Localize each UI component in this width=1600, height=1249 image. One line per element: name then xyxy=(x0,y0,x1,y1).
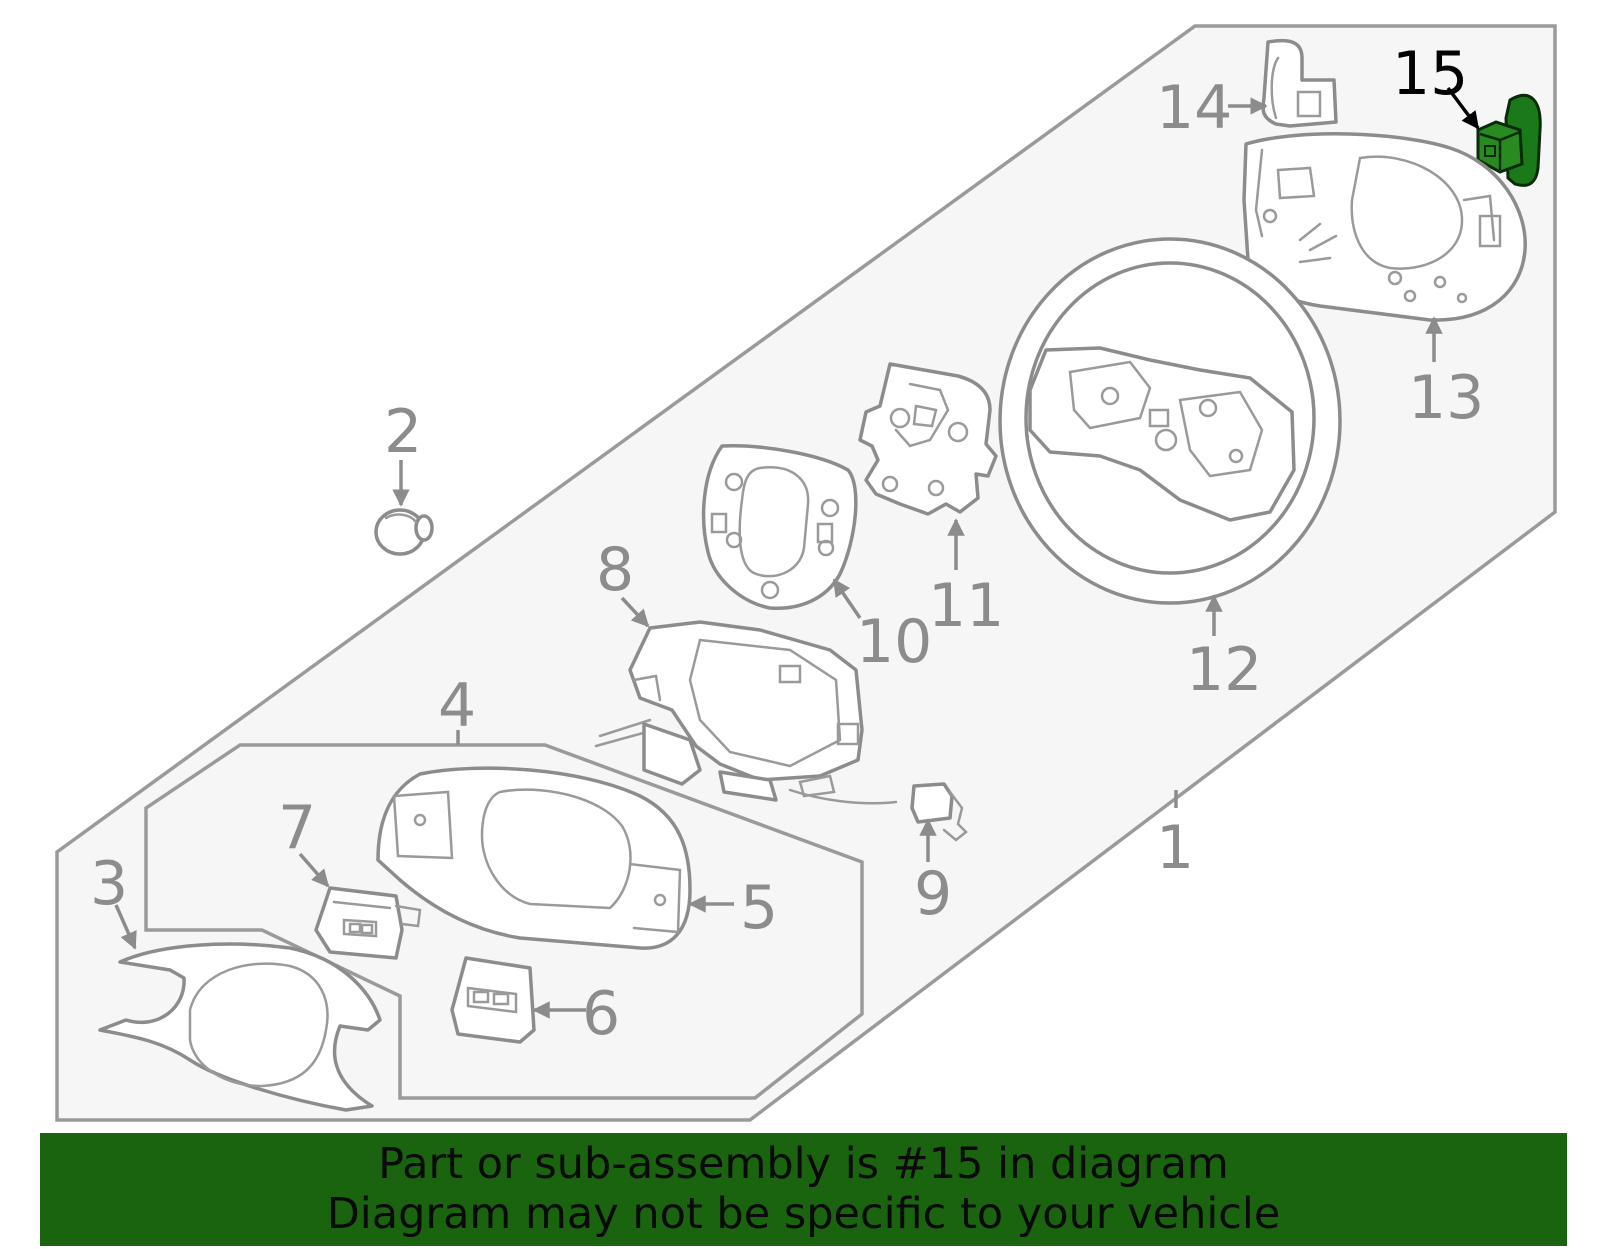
callout-8: 8 xyxy=(596,535,634,605)
callout-12: 12 xyxy=(1186,635,1262,705)
part-10-housing xyxy=(701,443,858,610)
callout-13: 13 xyxy=(1408,363,1484,433)
callout-9: 9 xyxy=(914,859,952,929)
callout-14: 14 xyxy=(1156,73,1232,143)
callout-11: 11 xyxy=(928,571,1004,641)
part-7-switch xyxy=(314,886,422,960)
banner-line-1: Part or sub-assembly is #15 in diagram xyxy=(378,1139,1229,1189)
part-6-switch xyxy=(450,956,536,1044)
banner-line-2: Diagram may not be specific to your vehi… xyxy=(326,1189,1281,1239)
notice-banner: Part or sub-assembly is #15 in diagram D… xyxy=(40,1133,1567,1246)
callout-15: 15 xyxy=(1392,39,1468,109)
part-8-frame xyxy=(594,620,898,805)
callout-2: 2 xyxy=(384,397,422,467)
callout-7: 7 xyxy=(278,793,316,863)
callout-3: 3 xyxy=(90,849,128,919)
callout-arrows xyxy=(114,86,1480,1019)
part-11-bracket xyxy=(858,362,998,516)
callout-5: 5 xyxy=(740,873,778,943)
part-15-switch xyxy=(1476,93,1542,187)
callout-10: 10 xyxy=(856,607,932,677)
part-12-steering-wheel xyxy=(998,237,1342,605)
callout-4: 4 xyxy=(438,671,476,741)
part-2-clip xyxy=(374,508,434,556)
callout-1: 1 xyxy=(1156,813,1194,883)
part-9-connector xyxy=(910,782,968,842)
callout-6: 6 xyxy=(582,979,620,1049)
part-5-cover xyxy=(376,766,692,950)
part-3-bezel xyxy=(98,942,382,1112)
